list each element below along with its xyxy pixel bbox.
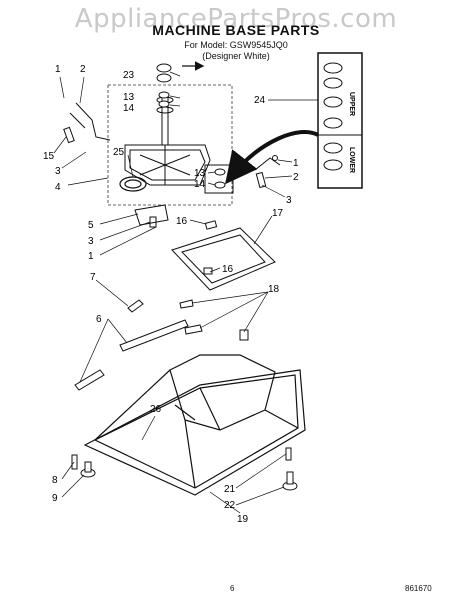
callout-4: 4 <box>55 182 61 193</box>
seal-stack-upper <box>156 63 172 108</box>
callout-13-lower: 13 <box>194 168 206 179</box>
callout-1-lower: 1 <box>88 251 94 262</box>
callout-24: 24 <box>254 95 266 106</box>
seal-inset-box <box>317 52 363 189</box>
callout-2-right: 2 <box>293 172 299 183</box>
snubber-plate <box>171 220 276 291</box>
diagram-title: MACHINE BASE PARTS <box>152 22 320 38</box>
callout-5: 5 <box>88 220 94 231</box>
brake-arms <box>63 102 111 144</box>
callout-14-lower: 14 <box>194 179 206 190</box>
callout-14: 14 <box>123 103 135 114</box>
gearcase-group-box <box>107 84 233 206</box>
callout-25: 25 <box>113 147 125 158</box>
callout-19: 19 <box>237 514 249 525</box>
callout-7: 7 <box>90 272 96 283</box>
callout-9: 9 <box>52 493 58 504</box>
page-number: 6 <box>230 584 235 593</box>
seal-direction-arrow <box>225 130 319 185</box>
model-variant: (Designer White) <box>202 51 270 61</box>
inset-label-lower: LOWER <box>348 147 355 173</box>
callout-22: 22 <box>224 500 236 511</box>
callout-3: 3 <box>55 166 61 177</box>
callout-leader-lines <box>53 71 318 514</box>
callout-13: 13 <box>123 92 135 103</box>
inset-label-upper: UPPER <box>348 92 355 116</box>
callout-15: 15 <box>43 151 55 162</box>
callout-1: 1 <box>55 64 61 75</box>
callout-17: 17 <box>272 208 284 219</box>
gearcase-assembly <box>124 94 211 186</box>
callout-16-lower: 16 <box>222 264 234 275</box>
callout-23: 23 <box>123 70 135 81</box>
callout-18: 18 <box>268 284 280 295</box>
watermark: AppliancePartsPros.com <box>74 4 398 34</box>
callout-1-right: 1 <box>293 158 299 169</box>
side-rails <box>74 299 249 391</box>
support-bracket <box>134 204 169 228</box>
model-number: For Model: GSW9545JQ0 <box>184 40 288 50</box>
callout-6: 6 <box>96 314 102 325</box>
pulley <box>119 176 147 192</box>
callout-3-lower: 3 <box>88 236 94 247</box>
machine-base-frame <box>83 354 306 496</box>
callout-26: 26 <box>150 404 162 415</box>
linkage-right <box>204 155 281 194</box>
callout-21: 21 <box>224 484 236 495</box>
callout-8: 8 <box>52 475 58 486</box>
document-code: 861670 <box>405 584 432 593</box>
callout-16: 16 <box>176 216 188 227</box>
leveling-legs <box>71 447 298 491</box>
callout-2: 2 <box>80 64 86 75</box>
callout-3-right: 3 <box>286 195 292 206</box>
